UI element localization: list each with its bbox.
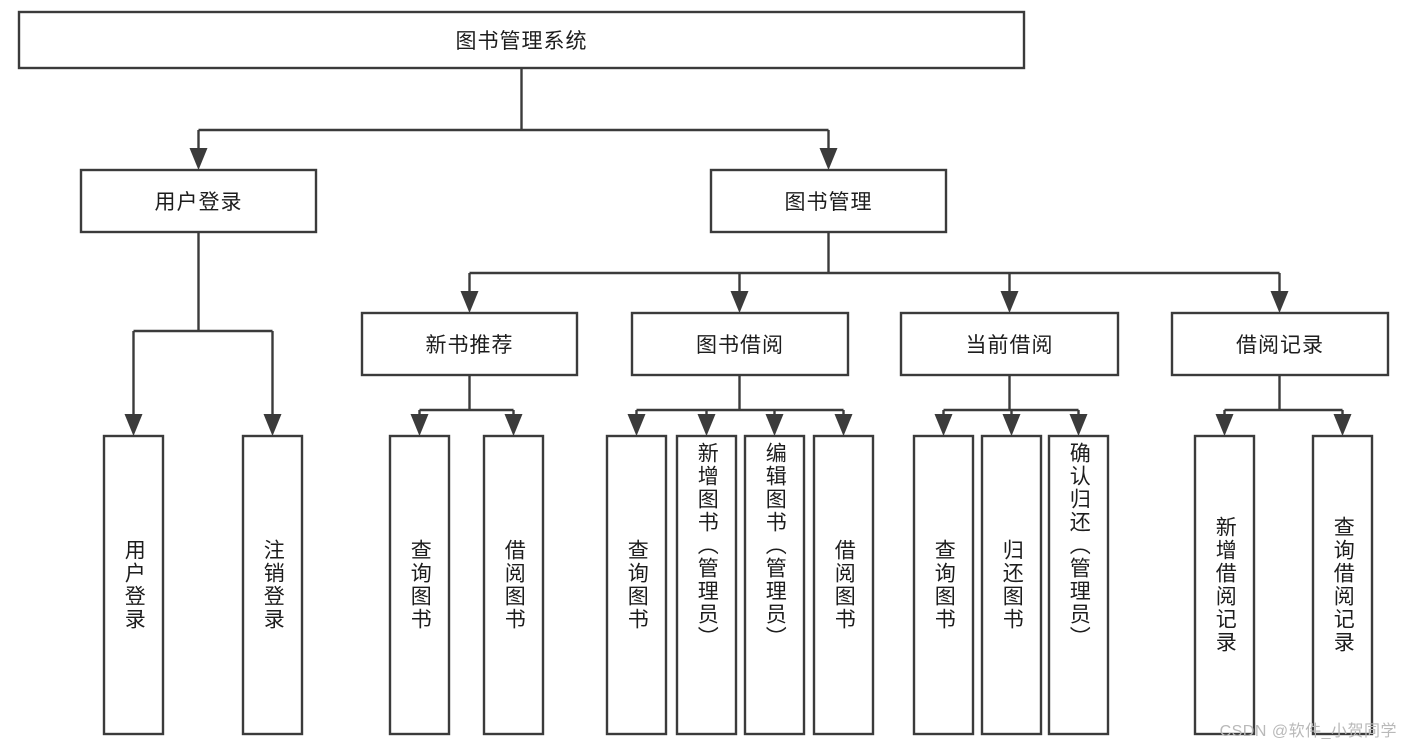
node-box-leaf-borrow-book[interactable] — [812, 434, 875, 736]
node-box-leaf-query-book-recommend[interactable] — [388, 434, 451, 736]
watermark-text: CSDN @软件_小贺同学 — [1219, 723, 1397, 740]
node-box-leaf-add-book[interactable] — [675, 434, 738, 736]
connector-record-to-leaves — [1215, 375, 1352, 436]
node-box-leaf-user-login[interactable] — [102, 434, 165, 736]
node-box-new-book-recommend[interactable] — [360, 311, 579, 377]
connector-bookmanage-to-level3 — [460, 232, 1289, 313]
node-box-leaf-query-book-current[interactable] — [912, 434, 975, 736]
node-box-leaf-borrow-book-recommend[interactable] — [482, 434, 545, 736]
connector-borrow-to-leaves — [627, 375, 853, 436]
node-box-borrow-record[interactable] — [1170, 311, 1390, 377]
node-box-leaf-query-borrow-record[interactable] — [1311, 434, 1374, 736]
node-box-book-manage[interactable] — [709, 168, 948, 234]
node-box-leaf-return-book[interactable] — [980, 434, 1043, 736]
connector-root-to-level2 — [189, 68, 838, 170]
node-box-leaf-edit-book[interactable] — [743, 434, 806, 736]
connector-recommend-to-leaves — [410, 375, 523, 436]
connector-current-to-leaves — [934, 375, 1088, 436]
node-box-leaf-user-logout[interactable] — [241, 434, 304, 736]
node-box-user-login[interactable] — [79, 168, 318, 234]
node-box-root[interactable] — [17, 10, 1026, 70]
connector-userlogin-to-leaves — [124, 232, 282, 436]
node-box-current-borrow[interactable] — [899, 311, 1120, 377]
node-box-leaf-query-book-borrow[interactable] — [605, 434, 668, 736]
node-box-book-borrow[interactable] — [630, 311, 850, 377]
node-box-leaf-confirm-return[interactable] — [1047, 434, 1110, 736]
node-box-leaf-add-borrow-record[interactable] — [1193, 434, 1256, 736]
